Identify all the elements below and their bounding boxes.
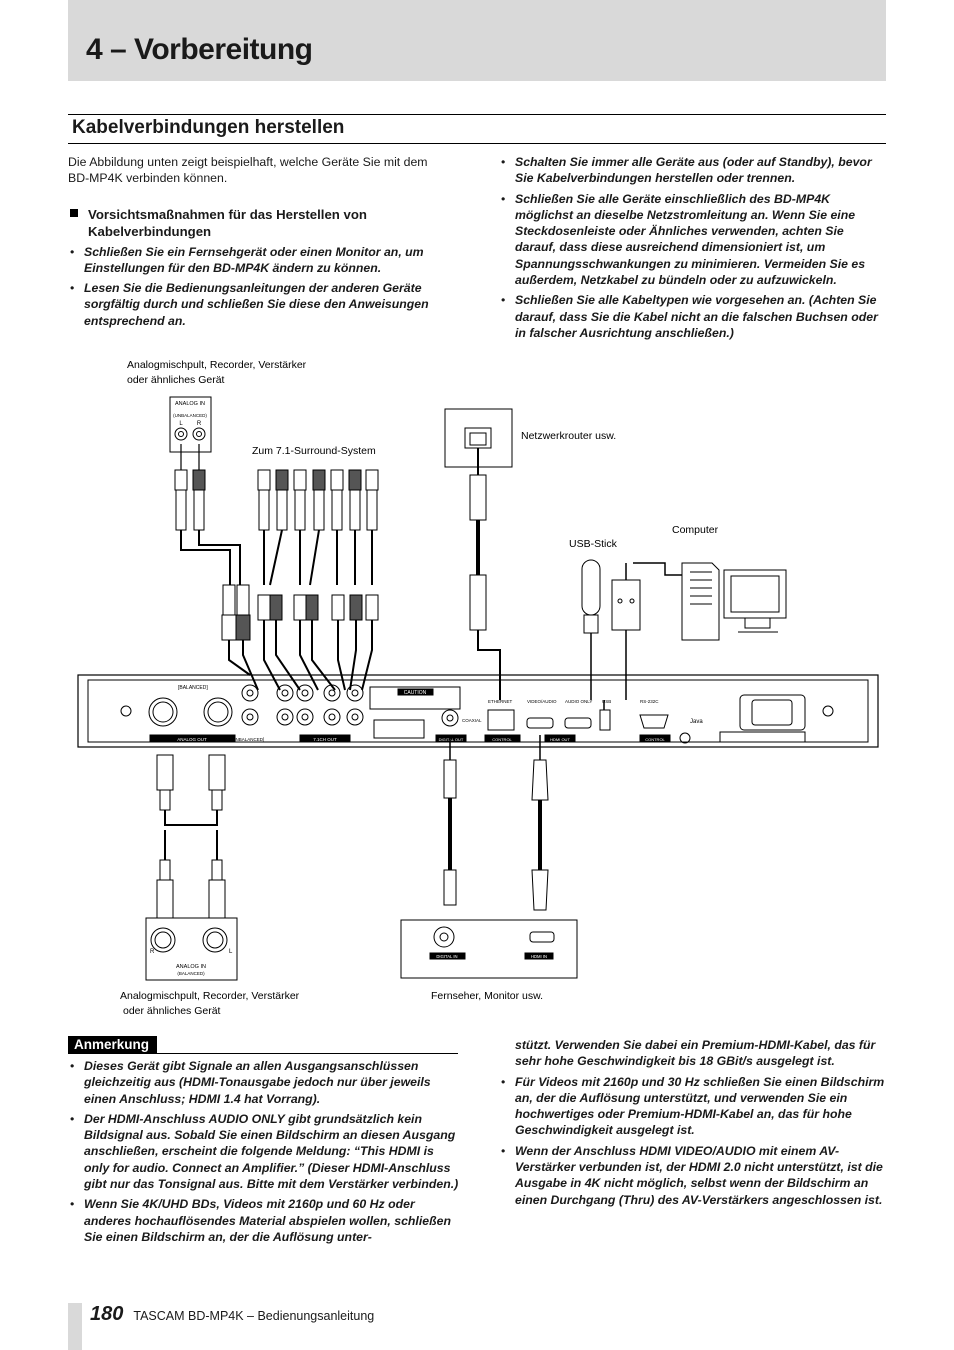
note-continuation: stützt. Verwenden Sie dabei ein Premium-… <box>515 1038 876 1069</box>
section-title: Kabelverbindungen herstellen <box>72 117 345 138</box>
footer-bar <box>68 1303 82 1350</box>
label-analog-top-2: oder ähnliches Gerät <box>127 374 225 386</box>
label-analog-bottom-1: Analogmischpult, Recorder, Verstärker <box>120 990 300 1002</box>
note-list-right: Für Videos mit 2160p und 30 Hz schließen… <box>499 1074 889 1208</box>
xlr-cables <box>156 754 226 919</box>
note-label: Anmerkung <box>68 1036 158 1054</box>
rca-cable-pair-top <box>174 444 259 691</box>
svg-text:R: R <box>150 949 155 955</box>
svg-text:HDMI OUT: HDMI OUT <box>550 737 570 742</box>
svg-text:AUDIO ONLY: AUDIO ONLY <box>565 699 592 704</box>
left-text-column: Die Abbildung unten zeigt beispielhaft, … <box>68 154 448 333</box>
connection-diagram: Analogmischpult, Recorder, Verstärker od… <box>77 359 879 1017</box>
rear-panel: [BALANCED] ANALOG OUT [UNBALANCED] 7.1CH… <box>77 674 879 748</box>
precautions-heading: Vorsichtsmaßnahmen für das Herstellen vo… <box>68 206 448 240</box>
label-tv: Fernseher, Monitor usw. <box>431 990 543 1002</box>
svg-text:DIGITAL IN: DIGITAL IN <box>436 954 457 959</box>
rca-cable-group-surround <box>257 469 379 691</box>
precautions-list-right: Schalten Sie immer alle Geräte aus (oder… <box>499 154 884 341</box>
svg-text:COAXIAL: COAXIAL <box>462 718 482 723</box>
chapter-title: 4 – Vorbereitung <box>86 33 313 66</box>
label-usb: USB-Stick <box>569 538 618 550</box>
computer-icon <box>611 562 787 700</box>
list-item: Dieses Gerät gibt Signale an allen Ausga… <box>68 1058 460 1107</box>
list-item: Lesen Sie die Bedienungsanleitungen der … <box>68 280 448 329</box>
label-router: Netzwerkrouter usw. <box>521 430 616 442</box>
analog-in-balanced-panel <box>145 917 238 981</box>
svg-text:R: R <box>197 421 202 427</box>
analog-in-unbalanced-panel <box>169 396 212 453</box>
chapter-header: 4 – Vorbereitung <box>68 0 886 81</box>
label-surround: Zum 7.1-Surround-System <box>252 445 376 457</box>
svg-text:Java: Java <box>690 719 703 725</box>
note-left-column: Dieses Gerät gibt Signale an allen Ausga… <box>68 1058 460 1249</box>
section-rule <box>68 114 886 115</box>
list-item: Der HDMI-Anschluss AUDIO ONLY gibt grund… <box>68 1111 460 1192</box>
tv-panel <box>400 919 578 979</box>
svg-text:ANALOG OUT: ANALOG OUT <box>177 737 207 742</box>
svg-text:ETHERNET: ETHERNET <box>488 699 513 704</box>
intro-text: Die Abbildung unten zeigt beispielhaft, … <box>68 155 428 186</box>
svg-text:DIGITAL OUT: DIGITAL OUT <box>439 737 464 742</box>
svg-text:CONTROL: CONTROL <box>492 737 512 742</box>
section-rule <box>68 143 886 144</box>
list-item: Wenn der Anschluss HDMI VIDEO/AUDIO mit … <box>499 1143 889 1208</box>
svg-text:RS-232C: RS-232C <box>640 699 659 704</box>
note-right-column: stützt. Verwenden Sie dabei ein Premium-… <box>499 1037 889 1212</box>
svg-text:[BALANCED]: [BALANCED] <box>178 685 208 691</box>
list-item: Wenn Sie 4K/UHD BDs, Videos mit 2160p un… <box>68 1196 460 1245</box>
square-bullet-icon <box>70 208 78 217</box>
svg-text:L: L <box>229 949 233 955</box>
svg-text:(BALANCED): (BALANCED) <box>177 971 205 976</box>
footer: 180 TASCAM BD-MP4K – Bedienungsanleitung <box>90 1303 374 1326</box>
svg-text:7.1CH OUT: 7.1CH OUT <box>313 737 337 742</box>
svg-text:CAUTION: CAUTION <box>404 690 427 696</box>
usb-stick <box>581 559 601 616</box>
list-item: Schließen Sie ein Fernsehgerät oder eine… <box>68 244 448 277</box>
label-analog-top-1: Analogmischpult, Recorder, Verstärker <box>127 359 307 371</box>
list-item: Schalten Sie immer alle Geräte aus (oder… <box>499 154 884 187</box>
precautions-list-left: Schließen Sie ein Fernsehgerät oder eine… <box>68 244 448 329</box>
svg-text:L: L <box>179 421 183 427</box>
svg-text:[UNBALANCED]: [UNBALANCED] <box>231 737 264 742</box>
label-analog-bottom-2: oder ähnliches Gerät <box>123 1005 221 1017</box>
svg-text:VIDEO/AUDIO: VIDEO/AUDIO <box>527 699 557 704</box>
right-text-column: Schalten Sie immer alle Geräte aus (oder… <box>499 154 884 345</box>
svg-text:ANALOG IN: ANALOG IN <box>176 964 206 970</box>
unbalanced-label: (UNBALANCED) <box>173 413 207 418</box>
svg-text:USB: USB <box>602 699 611 704</box>
note-rule <box>68 1053 458 1054</box>
page-number: 180 <box>90 1303 124 1325</box>
note-list-left: Dieses Gerät gibt Signale an allen Ausga… <box>68 1058 460 1245</box>
list-item: Schließen Sie alle Kabeltypen wie vorges… <box>499 292 884 341</box>
list-item: Schließen Sie alle Geräte einschließlich… <box>499 191 884 289</box>
label-computer: Computer <box>672 524 719 536</box>
svg-text:CONTROL: CONTROL <box>645 737 665 742</box>
footer-text: TASCAM BD-MP4K – Bedienungsanleitung <box>133 1309 375 1323</box>
analog-in-label: ANALOG IN <box>175 401 205 407</box>
svg-text:HDMI IN: HDMI IN <box>531 954 547 959</box>
list-item: Für Videos mit 2160p und 30 Hz schließen… <box>499 1074 889 1139</box>
